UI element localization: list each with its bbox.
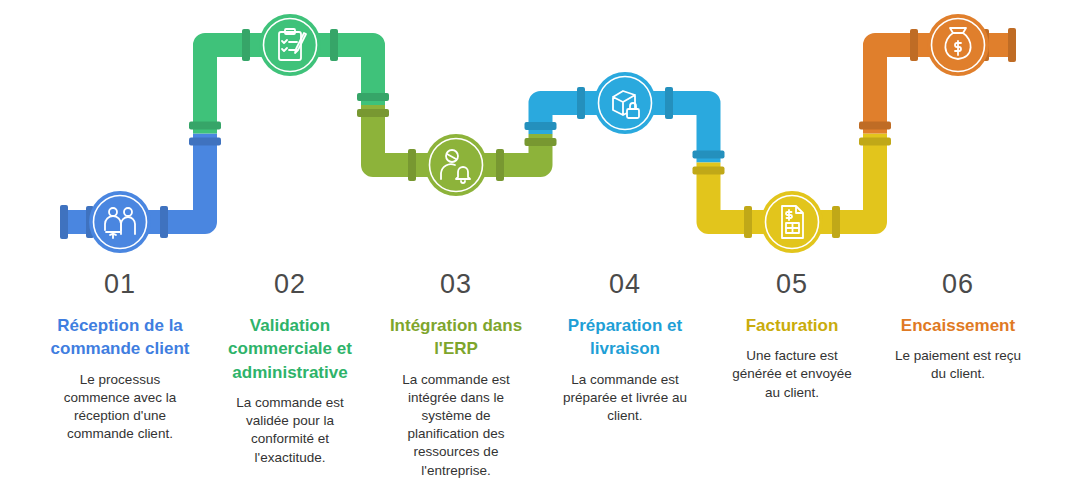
pipe-flange (525, 122, 557, 130)
step-text-column: 04Préparation et livraison La commande es… (540, 270, 710, 425)
pipe-connector (318, 29, 428, 181)
step-circle (593, 71, 657, 135)
step-text-column: 06Encaissement Le paiement est reçu du cl… (873, 270, 1043, 384)
pipe-flange (693, 167, 725, 175)
circle-fill (89, 191, 151, 253)
step-icon (613, 91, 639, 118)
step-title: Réception de la commande client (40, 314, 200, 361)
step-title: Intégration dans l'ERP (376, 314, 536, 361)
pipe-connector (820, 29, 930, 238)
step-title: Préparation et livraison (545, 314, 705, 361)
pipe-segment (820, 134, 875, 223)
circle-fill (761, 191, 823, 253)
pipe-connector (484, 87, 597, 181)
pipe-flange (910, 29, 918, 61)
step-description: La commande est intégrée dans le système… (389, 371, 524, 480)
step-number: 03 (371, 270, 541, 300)
pipe-flange (496, 149, 504, 181)
pipe-segment (148, 134, 205, 223)
step-description: Une facture est générée et envoyée au cl… (725, 347, 860, 402)
pipe-flange (408, 149, 416, 181)
step-icon (279, 29, 306, 60)
circle-ring (766, 196, 819, 249)
step-node: 02Validation commerciale et administrati… (258, 13, 322, 77)
step-circle (258, 13, 322, 77)
step-title: Validation commerciale et administrative (210, 314, 370, 384)
step-icon (782, 206, 803, 238)
pipe-flange (859, 138, 891, 146)
circle-ring (94, 196, 147, 249)
step-number: 06 (873, 270, 1043, 300)
pipe-end-cap (1008, 28, 1016, 62)
circle-fill (927, 14, 989, 76)
step-node: 01Réception de la commande clientLe proc… (88, 190, 152, 254)
pipe-flange (859, 122, 891, 130)
step-number: 05 (707, 270, 877, 300)
step-circle (926, 13, 990, 77)
step-number: 01 (35, 270, 205, 300)
step-node: 04Préparation et livraisonLa commande es… (593, 71, 657, 135)
pipe-stubs (60, 28, 1016, 239)
pipe-segment (875, 45, 930, 134)
circle-fill (425, 134, 487, 196)
step-title: Encaissement (878, 314, 1038, 337)
circle-ring (430, 139, 483, 192)
step-circle (88, 190, 152, 254)
pipe-flange (242, 29, 250, 61)
pipe-flange (357, 93, 389, 101)
step-node: 06EncaissementLe paiement est reçu du cl… (926, 13, 990, 77)
pipe-flange (357, 109, 389, 117)
pipe-flange (577, 87, 585, 119)
step-description: La commande est validée pour la conformi… (223, 394, 358, 467)
pipe-flange (189, 138, 221, 146)
pipe-flange (160, 206, 168, 238)
step-description: Le paiement est reçu du client. (891, 347, 1026, 383)
pipe-flange (693, 151, 725, 159)
step-number: 02 (205, 270, 375, 300)
step-icon (945, 28, 970, 59)
circle-ring (599, 77, 652, 130)
pipe-flange (525, 138, 557, 146)
step-icon (105, 208, 135, 238)
step-circle (424, 133, 488, 197)
pipe-flange (330, 29, 338, 61)
circle-ring (264, 19, 317, 72)
step-description: La commande est préparée et livrée au cl… (558, 371, 693, 426)
circle-fill (594, 72, 656, 134)
step-text-column: 02Validation commerciale et administrati… (205, 270, 375, 467)
step-icon (441, 150, 470, 183)
step-node: 05FacturationUne facture est générée et … (760, 190, 824, 254)
step-title: Facturation (712, 314, 872, 337)
step-circle (760, 190, 824, 254)
step-text-column: 05FacturationUne facture est générée et … (707, 270, 877, 402)
step-text-column: 01Réception de la commande client Le proc… (35, 270, 205, 443)
pipe-flange (189, 122, 221, 130)
pipe-flange (832, 206, 840, 238)
pipe-connector (148, 29, 262, 238)
pipe-flange (744, 206, 752, 238)
step-description: Le processus commence avec la réception … (53, 371, 188, 444)
pipe-connector (653, 87, 764, 238)
step-text-column: 03Intégration dans l'ERP La commande est … (371, 270, 541, 480)
step-node: 03Intégration dans l'ERPLa commande est … (424, 133, 488, 197)
step-number: 04 (540, 270, 710, 300)
pipe-segment (205, 45, 262, 134)
circle-fill (259, 14, 321, 76)
pipe-end-cap (60, 205, 68, 239)
circle-ring (932, 19, 985, 72)
pipe-flange (665, 87, 673, 119)
